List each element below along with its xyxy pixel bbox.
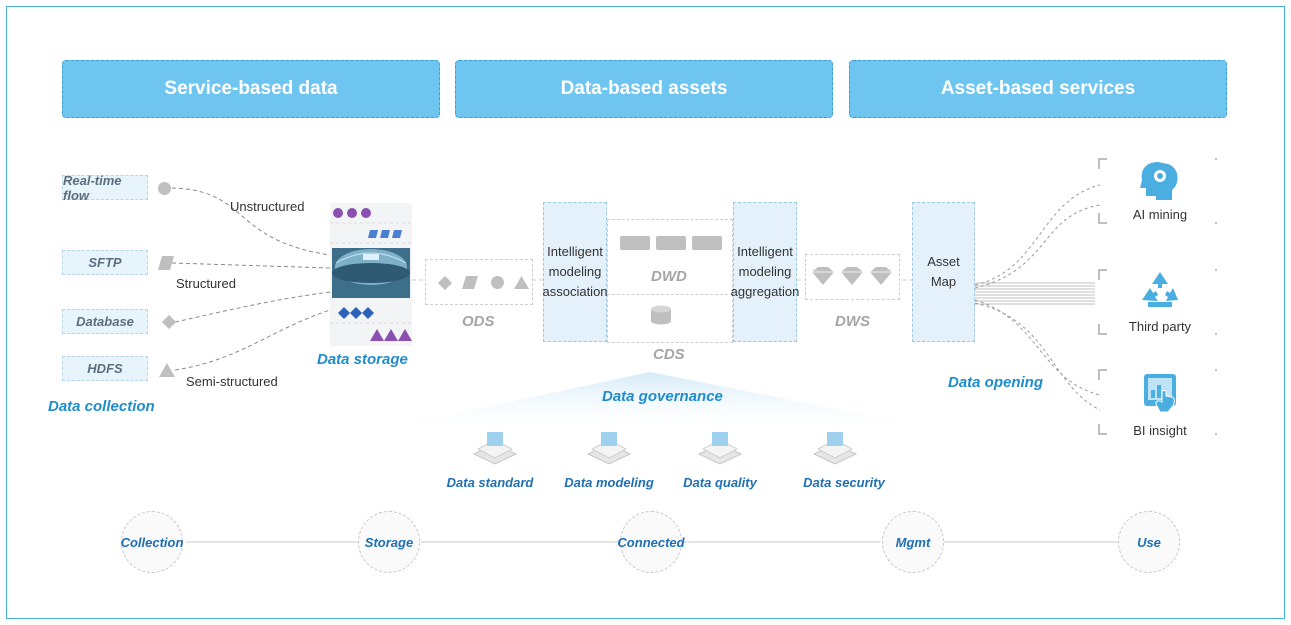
circle-marker-icon [158, 182, 171, 195]
governance-glow [360, 372, 960, 434]
asset-map-box: Asset Map [912, 202, 975, 342]
governance-data-standard: Data standard [446, 475, 534, 490]
caption-data-storage: Data storage [317, 351, 408, 368]
dwd-cds-divider [607, 294, 733, 295]
triangle-marker-icon [159, 363, 175, 377]
table-block-icon [620, 236, 650, 250]
source-real-time-flow: Real-time flow [62, 173, 148, 203]
stage-use: Use [1118, 511, 1180, 573]
caption-dws: DWS [835, 313, 870, 330]
governance-data-modeling: Data modeling [564, 475, 654, 490]
database-cylinder-icon [651, 305, 671, 325]
layer-stack-icon [812, 432, 858, 465]
caption-dwd: DWD [651, 268, 687, 285]
modeling-association-box: Intelligent modeling association [542, 202, 608, 342]
source-database: Database [62, 309, 148, 334]
layer-stack-icon [472, 432, 518, 465]
triangle-icon [514, 276, 529, 289]
label-semi-structured: Semi-structured [186, 374, 278, 389]
layer-stack-icon [697, 432, 743, 465]
banner-service-based-data: Service-based data [62, 60, 440, 118]
service-bracket [1098, 269, 1217, 335]
caption-data-collection: Data collection [48, 398, 155, 415]
source-hdfs: HDFS [62, 356, 148, 381]
banner-data-based-assets: Data-based assets [455, 60, 833, 118]
label-unstructured: Unstructured [230, 199, 305, 214]
label-structured: Structured [176, 276, 236, 291]
caption-ods: ODS [462, 313, 495, 330]
parallelogram-icon [462, 276, 478, 289]
caption-data-opening: Data opening [948, 374, 1044, 391]
caption-data-governance: Data governance [602, 388, 723, 405]
stage-collection: Collection [121, 511, 183, 573]
caption-cds: CDS [653, 346, 685, 363]
banner-asset-based-services: Asset-based services [849, 60, 1227, 118]
governance-data-quality: Data quality [683, 475, 757, 490]
table-block-icon [656, 236, 686, 250]
service-third-party: Third party [1128, 319, 1192, 334]
service-ai-mining: AI mining [1132, 207, 1188, 222]
service-bi-insight: BI insight [1133, 423, 1187, 438]
recycle-icon [1142, 272, 1178, 307]
ai-head-icon [1140, 162, 1178, 200]
governance-data-security: Data security [803, 475, 885, 490]
diamond-gem-icon [812, 267, 892, 285]
layer-stack-icon [586, 432, 632, 465]
circle-icon [491, 276, 504, 289]
parallelogram-marker-icon [158, 256, 174, 270]
modeling-aggregation-box: Intelligent modeling aggregation [731, 202, 799, 342]
stage-mgmt: Mgmt [882, 511, 944, 573]
stage-storage: Storage [358, 511, 420, 573]
service-bracket [1098, 369, 1217, 435]
bi-tablet-icon [1144, 374, 1176, 413]
source-sftp: SFTP [62, 250, 148, 275]
data-storage-card [330, 203, 412, 346]
service-bracket [1098, 158, 1217, 224]
table-block-icon [692, 236, 722, 250]
stage-connected: Connected [617, 511, 685, 573]
